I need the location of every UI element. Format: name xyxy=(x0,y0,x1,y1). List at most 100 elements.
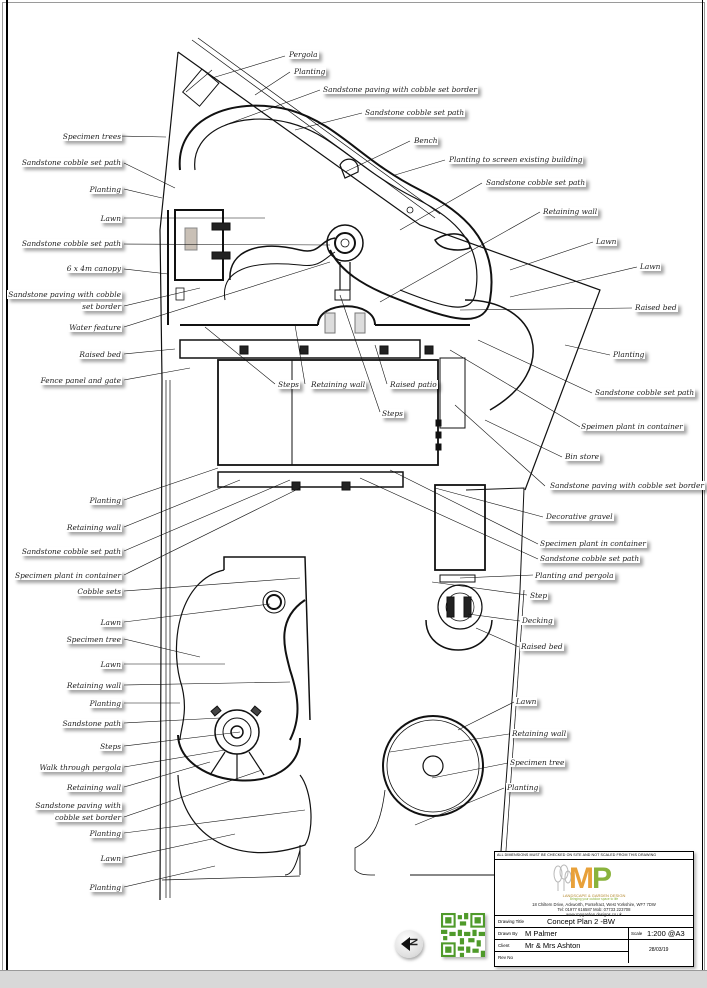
company-logo: MP LANDSCAPE & GARDEN DESIGN Bringing yo… xyxy=(495,860,693,917)
rev-label: Rev No xyxy=(498,955,514,960)
label-raised-bed-right: Raised bed xyxy=(634,303,678,312)
scale-value: 1:200 @A3 xyxy=(647,929,685,938)
dimension-warning: ALL DIMENSIONS MUST BE CHECKED ON SITE A… xyxy=(495,852,693,860)
tree-logo-icon xyxy=(553,864,571,891)
qr-code-icon xyxy=(441,913,485,957)
label-lawn-left2: Lawn xyxy=(99,618,122,627)
label-lawn-left3: Lawn xyxy=(99,660,122,669)
label-planting-right2: Planting xyxy=(506,783,540,792)
label-paving-cobble-border-right: Sandstone paving with cobble set border xyxy=(549,481,705,490)
label-planting-pergola: Planting and pergola xyxy=(534,571,615,580)
company-name: LANDSCAPE & GARDEN DESIGN xyxy=(562,893,626,898)
lower-right-lawn xyxy=(354,715,484,876)
label-cobble-path-top: Sandstone cobble set path xyxy=(364,108,466,117)
drawing-title-row: Drawing Title Concept Plan 2 -BW xyxy=(495,916,693,928)
company-address: 18 Chiltern Drive, Ackworth, Pontefract,… xyxy=(532,902,656,907)
label-canopy: 6 x 4m canopy xyxy=(65,264,122,273)
label-planting-right: Planting xyxy=(612,350,646,359)
label-specimen-trees: Specimen trees xyxy=(61,132,122,141)
label-planting-left1: Planting xyxy=(88,185,122,194)
company-website: www.mpgarden designs.co.uk xyxy=(566,912,622,917)
sheet-border xyxy=(6,0,703,985)
drawn-by-label: Drawn By xyxy=(498,931,518,936)
label-lawn-right1: Lawn xyxy=(595,237,618,246)
label-cobble-path-left2: Sandstone cobble set path xyxy=(20,239,122,248)
drawn-by-value: M Palmer xyxy=(525,929,558,938)
decking-area xyxy=(425,484,493,651)
label-lawn-left4: Lawn xyxy=(99,854,122,863)
label-retaining-wall-right2: Retaining wall xyxy=(511,729,568,738)
label-steps-left: Steps xyxy=(99,742,122,751)
label-retaining-wall-mid: Retaining wall xyxy=(310,380,367,389)
label-pergola: Pergola xyxy=(288,50,319,59)
company-contact: 18 Chiltern Drive, Ackworth, Pontefract,… xyxy=(495,902,693,917)
label-fence-gate: Fence panel and gate xyxy=(39,376,122,385)
label-retaining-wall-left3: Retaining wall xyxy=(65,681,122,690)
title-block: ALL DIMENSIONS MUST BE CHECKED ON SITE A… xyxy=(494,851,694,967)
label-water-feature: Water feature xyxy=(68,323,122,332)
label-paving-cobble-left-line1: Sandstone paving with cobble xyxy=(7,290,122,299)
upper-lawn xyxy=(178,104,493,320)
label-specimen-container-left: Specimen plant in container xyxy=(14,571,122,580)
arrow-icon xyxy=(401,937,410,951)
label-cobble-path-left3: Sandstone cobble set path xyxy=(20,547,122,556)
label-steps-mid1: Steps xyxy=(277,380,300,389)
label-sandstone-path: Sandstone path xyxy=(61,719,122,728)
label-raised-bed-right2: Raised bed xyxy=(520,642,564,651)
company-phone: Tel: 01977 616587 Mob: 07733 223708 xyxy=(557,907,631,912)
label-paving-cobble-left-line2: set border xyxy=(81,302,122,311)
label-cobble-sets: Cobble sets xyxy=(76,587,122,596)
label-lawn-left1: Lawn xyxy=(99,214,122,223)
scale-label: Scale xyxy=(631,931,643,936)
label-paving-cobble-left2-line2: cobble set border xyxy=(54,813,122,822)
label-specimen-tree-right: Specimen tree xyxy=(509,758,566,767)
lower-left-lawn xyxy=(175,556,312,876)
label-bench: Bench xyxy=(413,136,439,145)
site-boundary xyxy=(159,37,601,901)
label-decking: Decking xyxy=(521,616,554,625)
label-planting-left4: Planting xyxy=(88,829,122,838)
bottom-edge xyxy=(0,970,707,988)
label-lawn-right2: Lawn xyxy=(639,262,662,271)
label-retaining-wall-right1: Retaining wall xyxy=(542,207,599,216)
label-specimen-container-right: Speimen plant in container xyxy=(580,422,684,431)
label-paving-cobble-border-top: Sandstone paving with cobble set border xyxy=(322,85,478,94)
label-raised-patio: Raised patio xyxy=(389,380,438,389)
label-planting-top: Planting xyxy=(293,67,327,76)
label-cobble-path-right1: Sandstone cobble set path xyxy=(485,178,587,187)
label-walk-through-pergola: Walk through pergola xyxy=(38,763,122,772)
north-arrow-icon: N xyxy=(395,930,423,958)
label-retaining-wall-left4: Retaining wall xyxy=(65,783,122,792)
label-retaining-wall-left2: Retaining wall xyxy=(65,523,122,532)
leader-lines xyxy=(119,55,638,888)
client-value: Mr & Mrs Ashton xyxy=(525,941,581,950)
label-cobble-path-right2: Sandstone cobble set path xyxy=(594,388,696,397)
label-planting-left5: Planting xyxy=(88,883,122,892)
client-label: Client xyxy=(498,943,510,948)
label-decorative-gravel: Decorative gravel xyxy=(545,512,614,521)
label-bin-store: Bin store xyxy=(564,452,601,461)
date-value: 28/03/19 xyxy=(649,947,669,953)
drawn-by-row: Drawn By M Palmer Scale 1:200 @A3 xyxy=(495,928,693,940)
logo-mp: MP xyxy=(569,862,612,895)
canopy xyxy=(167,209,231,325)
label-paving-cobble-left2-line1: Sandstone paving with xyxy=(34,801,122,810)
label-cobble-path-left1: Sandstone cobble set path xyxy=(20,158,122,167)
label-planting-screen: Planting to screen existing building xyxy=(448,155,584,164)
drawing-title-label: Drawing Title xyxy=(498,919,525,924)
label-specimen-tree-left: Specimen tree xyxy=(65,635,122,644)
drawing-title: Concept Plan 2 -BW xyxy=(547,917,615,926)
label-step: Step xyxy=(529,591,549,600)
pergola-top xyxy=(181,68,220,107)
label-raised-bed-left: Raised bed xyxy=(78,350,122,359)
label-steps-mid2: Steps xyxy=(381,409,404,418)
raised-patio xyxy=(179,289,534,491)
label-planting-left3: Planting xyxy=(88,699,122,708)
company-tagline: Bringing your outdoor space to life xyxy=(569,897,619,901)
label-lawn-right3: Lawn xyxy=(515,697,538,706)
north-letter: N xyxy=(406,938,419,946)
label-cobble-path-right3: Sandstone cobble set path xyxy=(539,554,641,563)
label-specimen-container-right2: Specimen plant in container xyxy=(539,539,647,548)
client-rev-rows: Client Mr & Mrs Ashton Rev No 28/03/19 xyxy=(495,940,693,963)
label-planting-left2: Planting xyxy=(88,496,122,505)
